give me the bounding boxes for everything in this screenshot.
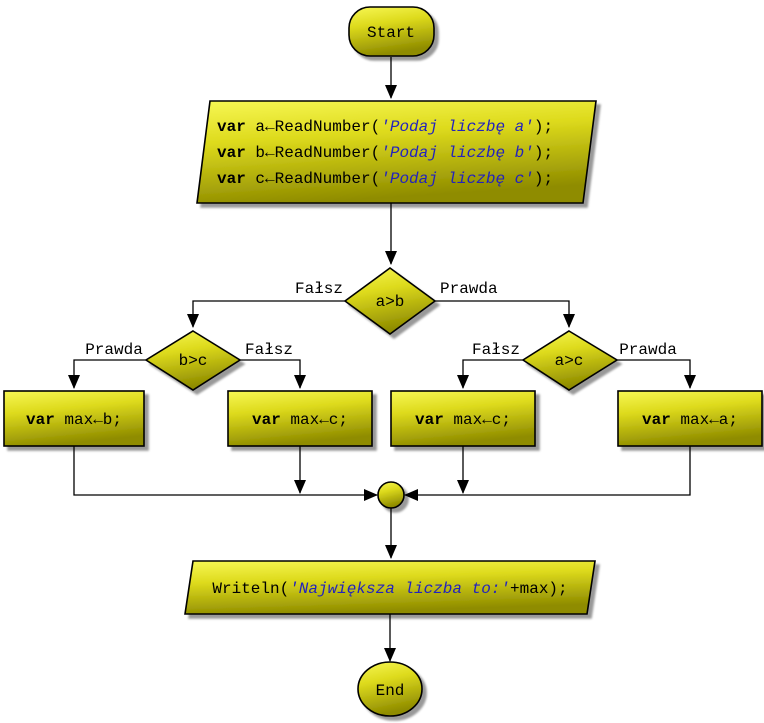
edge-label-ac-true: Prawda bbox=[619, 341, 677, 359]
edge-bc-true-to-max-b bbox=[68, 359, 146, 389]
start-label: Start bbox=[367, 24, 415, 42]
node-shapes bbox=[3, 6, 763, 717]
assign-max-c-left-rect-shape bbox=[227, 390, 373, 447]
edge-label-ab-false: Fałsz bbox=[295, 280, 343, 298]
decision-ab-diamond-shape bbox=[343, 267, 437, 335]
decision-ac-label: a>c bbox=[555, 352, 584, 370]
edge-ac-false-to-max-c bbox=[457, 359, 523, 389]
edge-label-bc-true: Prawda bbox=[85, 341, 143, 359]
edge-labels: Fałsz Prawda Prawda Fałsz Fałsz Prawda bbox=[85, 280, 677, 359]
decision-bc-label: b>c bbox=[179, 352, 208, 370]
input-parallelogram-shape bbox=[196, 100, 597, 204]
edge-label-bc-false: Fałsz bbox=[245, 341, 293, 359]
edge-label-ab-true: Prawda bbox=[440, 280, 498, 298]
edge-max-b-to-join bbox=[73, 446, 378, 501]
join-connector-shape bbox=[377, 481, 405, 509]
node-texts: Start var a←ReadNumber('Podaj liczbę a')… bbox=[26, 24, 738, 700]
assign-max-c-right-label: var max←c; bbox=[415, 411, 511, 429]
edges bbox=[68, 57, 696, 662]
end-terminator-shape bbox=[357, 661, 423, 717]
decision-ab-label: a>b bbox=[376, 293, 405, 311]
edge-ab-false-to-bc bbox=[187, 300, 345, 328]
assign-max-a-rect-shape bbox=[617, 390, 763, 447]
edge-ac-true-to-max-a bbox=[617, 359, 696, 389]
assign-max-c-left-label: var max←c; bbox=[252, 411, 348, 429]
input-line-1: var a←ReadNumber('Podaj liczbę a'); bbox=[217, 118, 553, 136]
output-parallelogram-shape bbox=[184, 560, 596, 615]
assign-max-a-label: var max←a; bbox=[642, 411, 738, 429]
assign-max-c-right-rect-shape bbox=[390, 390, 536, 447]
input-line-3: var c←ReadNumber('Podaj liczbę c'); bbox=[217, 170, 553, 188]
edge-label-ac-false: Fałsz bbox=[472, 341, 520, 359]
decision-ac-diamond-shape bbox=[521, 330, 619, 391]
edge-ab-true-to-ac bbox=[435, 300, 575, 328]
edge-bc-false-to-max-c bbox=[240, 359, 306, 389]
assign-max-b-rect-shape bbox=[3, 390, 145, 447]
assign-max-b-label: var max←b; bbox=[26, 411, 122, 429]
edge-max-a-to-join bbox=[404, 446, 691, 501]
end-label: End bbox=[376, 682, 405, 700]
decision-bc-diamond-shape bbox=[144, 330, 242, 391]
input-line-2: var b←ReadNumber('Podaj liczbę b'); bbox=[217, 144, 553, 162]
output-label: Writeln('Największa liczba to:'+max); bbox=[212, 580, 567, 598]
start-terminator-shape bbox=[348, 6, 435, 57]
